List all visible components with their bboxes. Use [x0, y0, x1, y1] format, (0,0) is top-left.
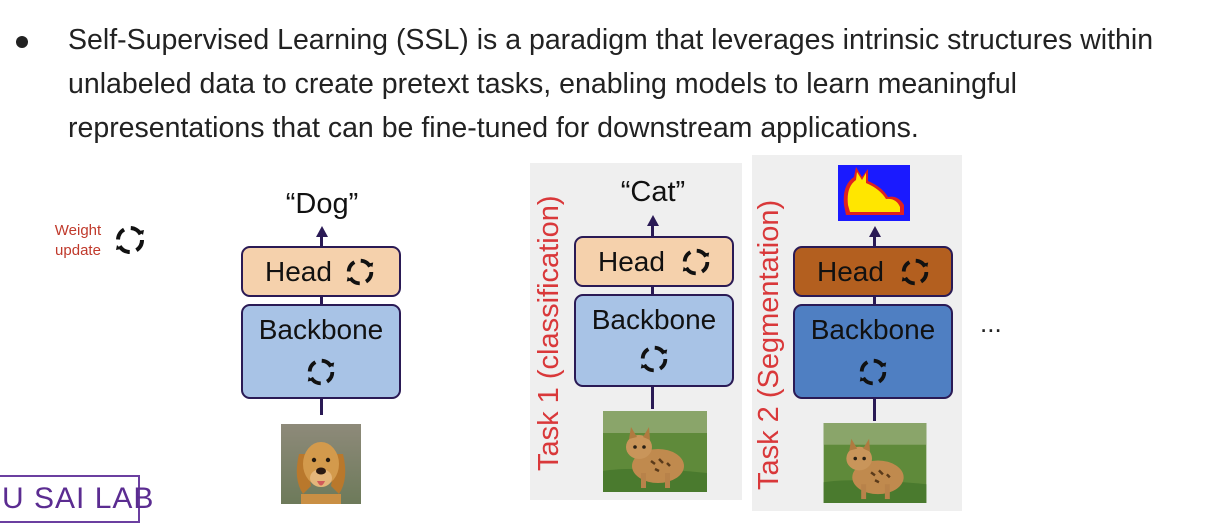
task1-backbone-cycle-icon — [640, 345, 668, 373]
task2-backbone-box: Backbone — [793, 304, 953, 399]
task1-arrow-head — [647, 215, 659, 226]
pretraining-connector — [320, 297, 323, 305]
task1-connector — [651, 287, 654, 295]
pretraining-head-cycle-icon — [346, 258, 374, 286]
task2-head-cycle-icon — [901, 258, 929, 286]
task2-backbone-label: Backbone — [810, 314, 936, 345]
lab-logo: U SAI LAB — [0, 475, 153, 523]
pretraining-backbone-box: Backbone — [241, 304, 401, 399]
lab-logo-text: U SAI LAB — [2, 482, 155, 515]
pretraining-arrow-stem — [320, 236, 323, 248]
task1-backbone-box: Backbone — [574, 294, 734, 387]
pretraining-head-box: Head — [241, 246, 401, 297]
task2-arrow-head — [869, 226, 881, 237]
task2-head-box: Head — [793, 246, 953, 297]
task1-backbone-label: Backbone — [591, 304, 717, 335]
pretraining-input-stem — [320, 399, 323, 415]
task1-head-cycle-icon — [682, 248, 710, 276]
bullet-text: Self-Supervised Learning (SSL) is a para… — [68, 24, 1154, 144]
task1-arrow-stem — [651, 225, 654, 237]
task2-cat-photo — [823, 423, 927, 503]
pretraining-head-label: Head — [265, 256, 332, 287]
task2-connector — [873, 297, 876, 305]
dog-photo — [281, 424, 361, 504]
task1-input-stem — [651, 387, 654, 409]
task1-head-box: Head — [574, 236, 734, 287]
task1-cat-photo — [603, 411, 707, 492]
task2-backbone-cycle-icon — [859, 358, 887, 386]
segmentation-output-image — [838, 165, 910, 221]
task2-arrow-stem — [873, 236, 876, 248]
weight-update-label: Weight update — [54, 222, 102, 259]
pretraining-backbone-label: Backbone — [258, 314, 384, 345]
task2-title: Task 2 (Segmentation) — [753, 199, 785, 490]
task1-head-label: Head — [598, 246, 665, 277]
task2-head-label: Head — [817, 256, 884, 287]
task1-title: Task 1 (classification) — [533, 195, 565, 471]
task2-input-stem — [873, 399, 876, 421]
pretraining-arrow-head — [316, 226, 328, 237]
bullet-dot — [16, 36, 28, 48]
task1-output-label: “Cat” — [620, 176, 686, 208]
pretraining-backbone-cycle-icon — [307, 358, 335, 386]
pretraining-output-label: “Dog” — [285, 188, 359, 220]
weight-update-icon — [116, 226, 144, 254]
more-tasks-ellipsis: ... — [980, 308, 1002, 338]
